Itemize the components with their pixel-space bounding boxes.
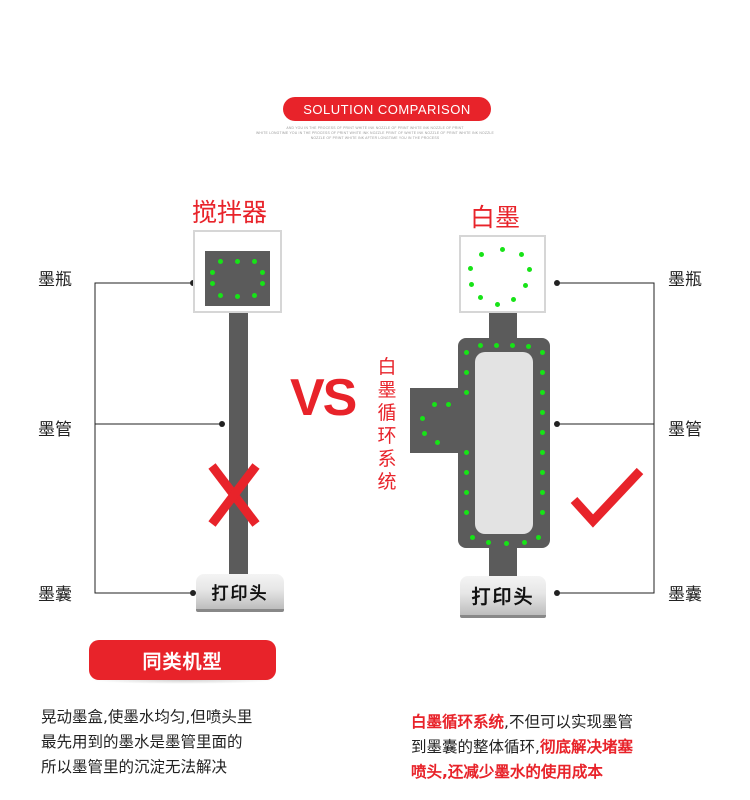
- particle-dot: [478, 343, 483, 348]
- side-label-char: 环: [377, 425, 397, 447]
- left-stirrer-block: [205, 251, 270, 306]
- right-label-ink-tube: 墨管: [668, 420, 702, 440]
- left-label-ink-tube: 墨管: [38, 420, 72, 440]
- particle-dot: [235, 294, 240, 299]
- right-label-ink-bottle: 墨瓶: [668, 270, 702, 290]
- left-ink-bottle: [193, 230, 282, 313]
- right-side-label: 白 墨 循 环 系 统: [374, 356, 400, 494]
- particle-dot: [210, 281, 215, 286]
- particle-dot: [540, 410, 545, 415]
- particle-dot: [260, 281, 265, 286]
- plain-text: 到墨囊的整体循环,: [411, 738, 540, 756]
- similar-models-button: 同类机型: [89, 640, 276, 680]
- particle-dot: [522, 540, 527, 545]
- particle-dot: [486, 540, 491, 545]
- particle-dot: [519, 252, 524, 257]
- particle-dot: [252, 293, 257, 298]
- particle-dot: [468, 266, 473, 271]
- left-description-line: 最先用到的墨水是墨管里面的: [41, 733, 243, 751]
- particle-dot: [504, 541, 509, 546]
- right-label-ink-sac: 墨囊: [668, 585, 702, 605]
- particle-dot: [464, 390, 469, 395]
- right-inner-chamber: [475, 352, 533, 534]
- left-title: 搅拌器: [192, 198, 268, 227]
- plain-text: ,不但可以实现墨管: [504, 713, 633, 731]
- particle-dot: [495, 302, 500, 307]
- particle-dot: [479, 252, 484, 257]
- particle-dot: [540, 450, 545, 455]
- right-description-line-3: 喷头,还减少墨水的使用成本: [411, 760, 711, 785]
- highlight-text: 喷头,还减少墨水的使用成本: [411, 763, 603, 781]
- fine-print-line-2: WHITE LONGTIME YOU IN THE PROCESS OF PRI…: [256, 131, 494, 135]
- left-ink-tube: [229, 313, 248, 575]
- right-ink-bottle: [459, 235, 546, 313]
- left-label-ink-sac: 墨囊: [38, 585, 72, 605]
- button-shadow: [89, 676, 276, 684]
- particle-dot: [432, 402, 437, 407]
- particle-dot: [526, 344, 531, 349]
- right-description-line-2: 到墨囊的整体循环,彻底解决堵塞: [411, 735, 711, 760]
- right-side-tank: [410, 388, 460, 453]
- particle-dot: [252, 259, 257, 264]
- left-description-line: 所以墨管里的沉淀无法解决: [41, 758, 228, 776]
- particle-dot: [210, 270, 215, 275]
- particle-dot: [464, 490, 469, 495]
- right-title: 白墨: [470, 203, 521, 232]
- right-neck-tube: [489, 313, 517, 340]
- particle-dot: [500, 247, 505, 252]
- side-label-char: 白: [377, 356, 397, 378]
- vs-text: VS: [290, 369, 357, 427]
- particle-dot: [540, 490, 545, 495]
- particle-dot: [464, 350, 469, 355]
- right-print-head: 打印头: [460, 576, 546, 618]
- particle-dot: [422, 431, 427, 436]
- side-label-char: 统: [377, 471, 397, 493]
- highlight-text: 白墨循环系统: [411, 713, 505, 731]
- particle-dot: [464, 510, 469, 515]
- left-description-line: 晃动墨盒,使墨水均匀,但喷头里: [41, 708, 253, 726]
- right-circulation-body: [458, 338, 550, 548]
- particle-dot: [478, 295, 483, 300]
- particle-dot: [235, 259, 240, 264]
- particle-dot: [446, 402, 451, 407]
- particle-dot: [540, 390, 545, 395]
- left-description: 晃动墨盒,使墨水均匀,但喷头里 最先用到的墨水是墨管里面的 所以墨管里的沉淀无法…: [41, 705, 331, 780]
- particle-dot: [540, 470, 545, 475]
- fine-print-line-1: AND YOU IN THE PROCESS OF PRINT WHITE IN…: [286, 126, 464, 130]
- particle-dot: [260, 270, 265, 275]
- particle-dot: [464, 470, 469, 475]
- particle-dot: [536, 535, 541, 540]
- particle-dot: [218, 259, 223, 264]
- particle-dot: [510, 343, 515, 348]
- particle-dot: [469, 282, 474, 287]
- particle-dot: [540, 510, 545, 515]
- highlight-text: 彻底解决堵塞: [539, 738, 633, 756]
- side-label-char: 墨: [377, 379, 397, 401]
- particle-dot: [464, 370, 469, 375]
- particle-dot: [540, 370, 545, 375]
- side-label-char: 循: [377, 402, 397, 424]
- solution-comparison-badge: SOLUTION COMPARISON: [283, 97, 491, 121]
- fine-print-line-3: NOZZLE OF PRINT WHITE INK AFTER LONGTIME…: [310, 136, 440, 140]
- check-mark-icon: [570, 467, 644, 528]
- particle-dot: [435, 440, 440, 445]
- left-label-ink-bottle: 墨瓶: [38, 270, 72, 290]
- cross-mark-icon: [208, 463, 260, 527]
- left-print-head: 打印头: [196, 574, 284, 612]
- particle-dot: [494, 343, 499, 348]
- right-description: 白墨循环系统,不但可以实现墨管 到墨囊的整体循环,彻底解决堵塞 喷头,还减少墨水…: [411, 710, 711, 785]
- particle-dot: [218, 293, 223, 298]
- particle-dot: [540, 430, 545, 435]
- particle-dot: [511, 297, 516, 302]
- particle-dot: [523, 283, 528, 288]
- right-lower-tube: [489, 546, 517, 576]
- particle-dot: [464, 450, 469, 455]
- particle-dot: [527, 267, 532, 272]
- right-description-line-1: 白墨循环系统,不但可以实现墨管: [411, 710, 711, 735]
- particle-dot: [540, 350, 545, 355]
- side-label-char: 系: [377, 448, 397, 470]
- particle-dot: [470, 535, 475, 540]
- particle-dot: [420, 416, 425, 421]
